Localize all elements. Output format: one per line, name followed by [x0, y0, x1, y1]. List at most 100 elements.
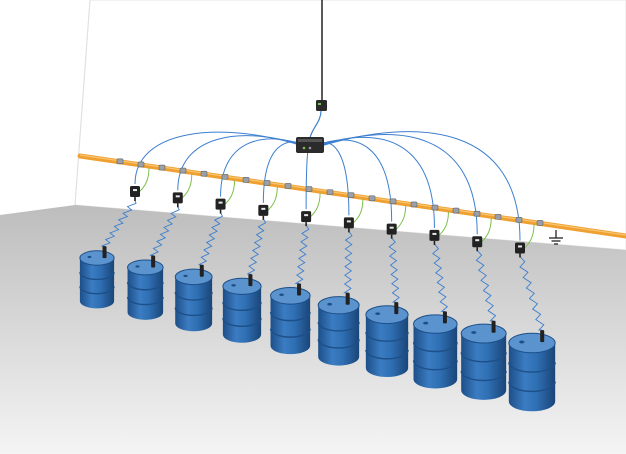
clamp-indicator: [346, 220, 351, 223]
bar-connector: [473, 210, 481, 217]
bar-connector: [515, 217, 523, 223]
coiled-lead: [198, 212, 224, 266]
drum-rib: [126, 282, 164, 291]
drum-rib: [126, 296, 164, 306]
clamp-unit: [301, 211, 312, 227]
drum-body: [270, 295, 311, 355]
bar-connector: [431, 204, 439, 211]
drum-lid: [413, 314, 458, 334]
bar-connector: [389, 198, 397, 205]
drum-bung: [183, 274, 188, 278]
drum-body: [175, 276, 213, 332]
clamp-indicator: [133, 189, 137, 192]
clamp-body: [258, 204, 269, 216]
bar-connector: [263, 180, 271, 186]
drum-rib: [222, 302, 262, 311]
bar-connector: [410, 201, 418, 208]
bar-connector: [536, 220, 544, 226]
clamp-unit: [130, 186, 140, 202]
drum-lid: [222, 277, 262, 295]
drum: [317, 296, 360, 366]
coiled-lead: [519, 256, 545, 331]
coiled-lead: [247, 218, 267, 275]
clamp-body: [429, 229, 440, 241]
drum-clip: [102, 246, 107, 259]
clamp-indicator: [261, 207, 266, 210]
coiled-lead: [343, 231, 353, 294]
drum-rib: [269, 328, 311, 338]
bar-connector: [347, 192, 355, 199]
clamp-unit: [472, 236, 483, 252]
drum-clip: [491, 320, 496, 333]
clamp-body: [301, 211, 312, 223]
drum-body: [508, 343, 556, 412]
drum-body: [79, 258, 115, 309]
drum-rib: [460, 370, 507, 382]
drum: [174, 268, 213, 332]
drum: [222, 277, 262, 343]
clamp-body: [343, 217, 354, 229]
drum-rib: [460, 352, 507, 363]
drum-clip: [297, 283, 302, 296]
coiled-lead: [432, 243, 449, 312]
drum-lid: [365, 305, 409, 325]
bar-connector: [200, 170, 208, 177]
drum: [269, 286, 311, 355]
drum-lid: [127, 259, 164, 276]
bar-connector: [116, 158, 124, 165]
junction-box-icon: [296, 137, 324, 153]
clamp-unit: [172, 192, 183, 208]
bar-connector: [284, 183, 292, 189]
drum-rib: [79, 286, 115, 295]
clamp-unit: [515, 242, 525, 258]
drum-body: [318, 305, 360, 366]
coiled-lead: [149, 206, 180, 256]
bar-connector: [137, 161, 145, 168]
drum-clip: [151, 255, 156, 268]
clamp-unit: [429, 229, 440, 245]
bar-connector: [158, 164, 166, 171]
clamp-unit: [258, 204, 269, 220]
bar-connector: [242, 177, 250, 183]
clamp-unit: [215, 198, 226, 214]
drum-rib: [317, 339, 360, 349]
drum-bung: [87, 255, 92, 259]
drum-lid: [317, 296, 360, 315]
drum-body: [461, 333, 507, 400]
bar-connector: [305, 186, 313, 192]
drum-body: [222, 286, 262, 343]
drum-bung: [231, 284, 236, 287]
floor: [0, 205, 626, 454]
drum: [508, 332, 556, 412]
bar-connectors: [116, 158, 544, 226]
drum-rib: [412, 360, 458, 371]
drum-lid: [174, 268, 213, 286]
drum: [126, 259, 164, 320]
drum-rib: [508, 381, 556, 393]
coiled-leads: [101, 199, 545, 331]
drum-rib: [222, 318, 262, 327]
clamp-indicator: [518, 245, 522, 248]
clamp-unit: [343, 217, 354, 233]
bar-connector: [326, 189, 334, 195]
clamp-body: [130, 186, 140, 198]
drum-body: [413, 324, 458, 389]
drum-lid: [460, 323, 507, 344]
drum-bung: [423, 321, 429, 325]
drum-rib: [79, 272, 115, 281]
drum-body: [127, 267, 164, 320]
bar-connector: [452, 207, 460, 214]
drum-rib: [174, 307, 213, 317]
drum-lid: [508, 332, 556, 354]
drum-lid: [270, 286, 311, 305]
drum-bung: [327, 302, 333, 306]
alarm-lead: [309, 110, 322, 139]
drum-bung: [471, 331, 477, 334]
drum-clip: [394, 302, 399, 315]
drum-rib: [365, 349, 409, 360]
coiled-lead: [475, 249, 497, 322]
drum-bung: [375, 312, 381, 316]
clamp-indicator: [432, 232, 437, 235]
